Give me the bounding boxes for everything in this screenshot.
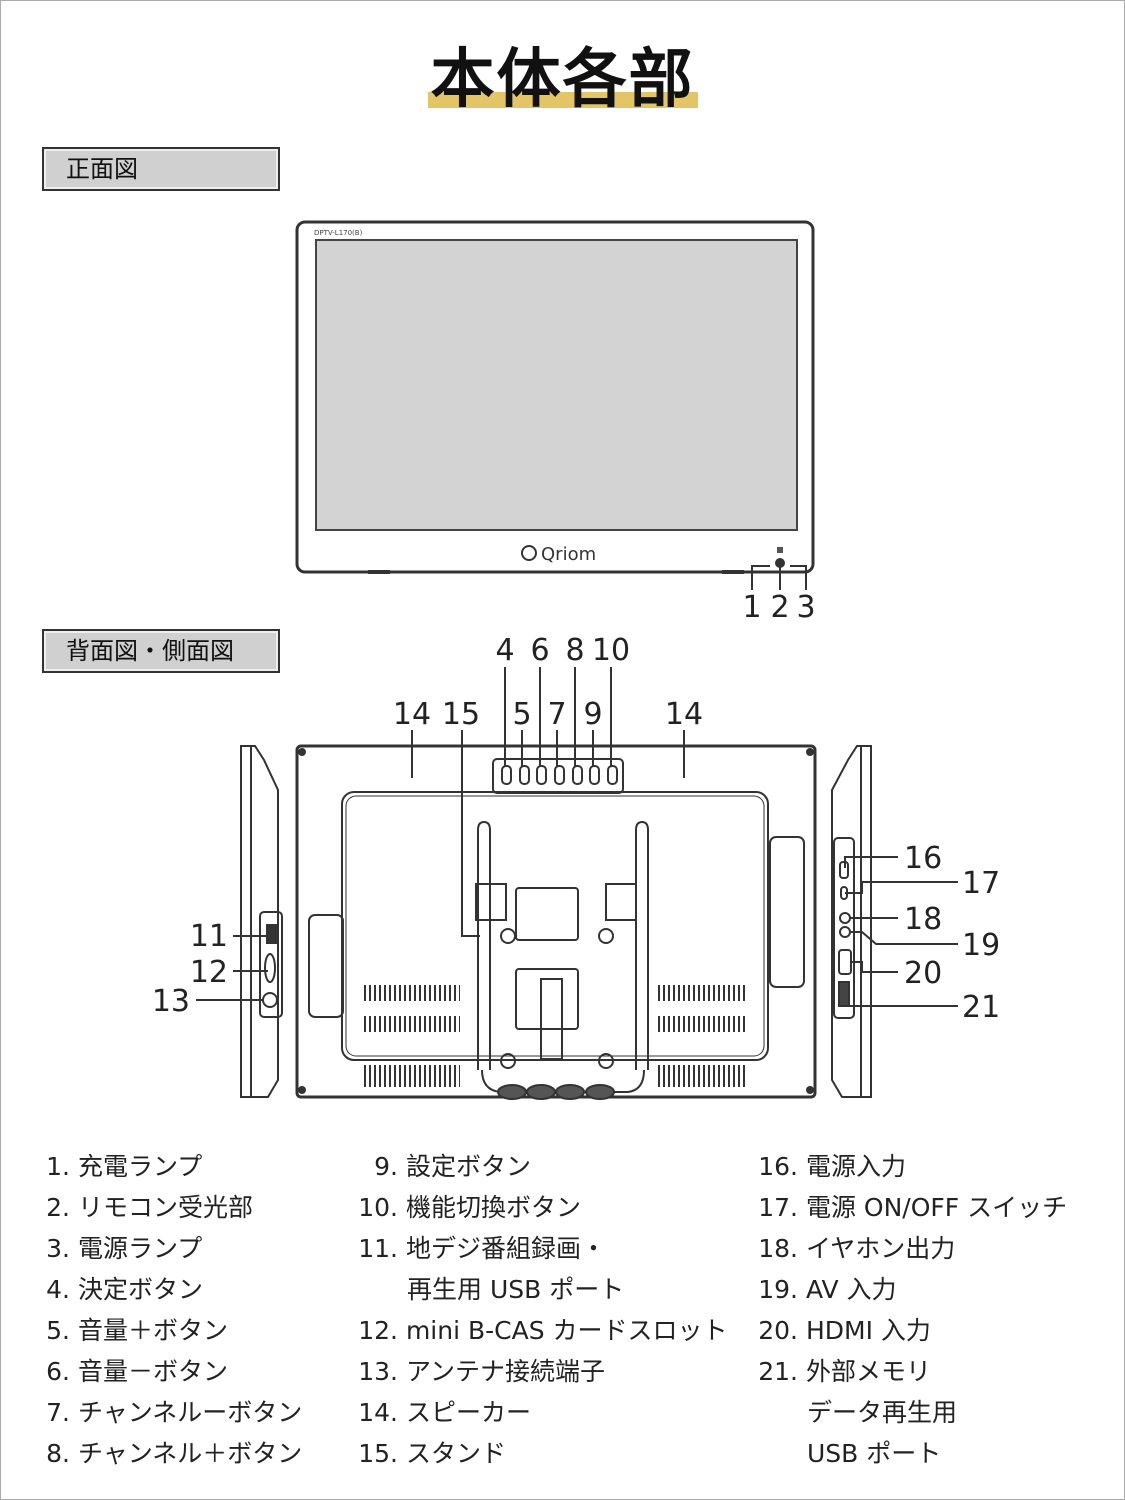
callout-15: 15 [442, 697, 480, 732]
callout-17: 17 [962, 866, 1000, 901]
callout-7: 7 [547, 697, 566, 732]
legend-item: 17. 電源 ON/OFF スイッチ [758, 1193, 1068, 1222]
callout-16: 16 [904, 841, 942, 876]
legend-item: 5. 音量＋ボタン [46, 1316, 228, 1345]
callout-19: 19 [962, 928, 1000, 963]
section-front-view: 正面図 [42, 147, 280, 191]
legend-column-2: 9. 設定ボタン 10. 機能切換ボタン 11. 地デジ番組録画・再生用 USB… [350, 1146, 728, 1474]
callout-5: 5 [512, 697, 531, 732]
logo-icon [521, 545, 537, 561]
legend-item: 18. イヤホン出力 [758, 1234, 956, 1263]
legend-item: 16. 電源入力 [758, 1152, 906, 1181]
callout-14-left: 14 [393, 697, 431, 732]
section-back-side-view: 背面図・側面図 [42, 629, 280, 673]
left-side-view [240, 745, 283, 1098]
legend-item: 10. 機能切換ボタン [358, 1193, 581, 1222]
legend-item: 13. アンテナ接続端子 [358, 1357, 605, 1386]
legend-item: 6. 音量－ボタン [46, 1357, 228, 1386]
legend-item: 15. スタンド [358, 1439, 506, 1468]
callout-1: 1 [742, 590, 761, 625]
legend-column-1: 1. 充電ランプ 2. リモコン受光部 3. 電源ランプ 4. 決定ボタン 5.… [40, 1146, 302, 1474]
legend-item: 2. リモコン受光部 [46, 1193, 253, 1222]
remote-sensor-icon [775, 558, 785, 568]
callout-9: 9 [583, 697, 602, 732]
legend-item: 8. チャンネル＋ボタン [46, 1439, 303, 1468]
callout-18: 18 [904, 902, 942, 937]
legend-item: 7. チャンネルーボタン [46, 1398, 303, 1427]
title-underline [428, 92, 698, 108]
front-view-tv: DPTV-L170(B) Qriom [295, 220, 815, 590]
callout-4: 4 [495, 633, 514, 668]
legend-item: 11. 地デジ番組録画・再生用 USB ポート [358, 1234, 625, 1304]
back-view-tv [295, 744, 817, 1100]
legend-item: 9. 設定ボタン [374, 1152, 531, 1181]
callout-12: 12 [190, 955, 228, 990]
legend-item: 19. AV 入力 [758, 1275, 897, 1304]
page-title: 本体各部 [430, 43, 695, 117]
right-side-view [831, 745, 872, 1098]
legend-item: 3. 電源ランプ [46, 1234, 203, 1263]
legend-item: 14. スピーカー [358, 1398, 531, 1427]
callout-14-right: 14 [665, 697, 703, 732]
callout-8: 8 [565, 633, 584, 668]
legend-item: 12. mini B-CAS カードスロット [358, 1316, 728, 1345]
callout-3: 3 [796, 590, 815, 625]
legend-column-3: 16. 電源入力 17. 電源 ON/OFF スイッチ 18. イヤホン出力 1… [750, 1146, 1067, 1474]
legend-item: 20. HDMI 入力 [758, 1316, 931, 1345]
model-label: DPTV-L170(B) [314, 229, 363, 237]
brand-logo: Qriom [541, 544, 596, 565]
callout-6: 6 [530, 633, 549, 668]
legend-item: 4. 決定ボタン [46, 1275, 203, 1304]
callout-21: 21 [962, 990, 1000, 1025]
callout-10: 10 [592, 633, 630, 668]
callout-11: 11 [190, 919, 228, 954]
callout-2: 2 [770, 590, 789, 625]
callout-13: 13 [152, 984, 190, 1019]
callout-20: 20 [904, 956, 942, 991]
legend-item: 1. 充電ランプ [46, 1152, 203, 1181]
